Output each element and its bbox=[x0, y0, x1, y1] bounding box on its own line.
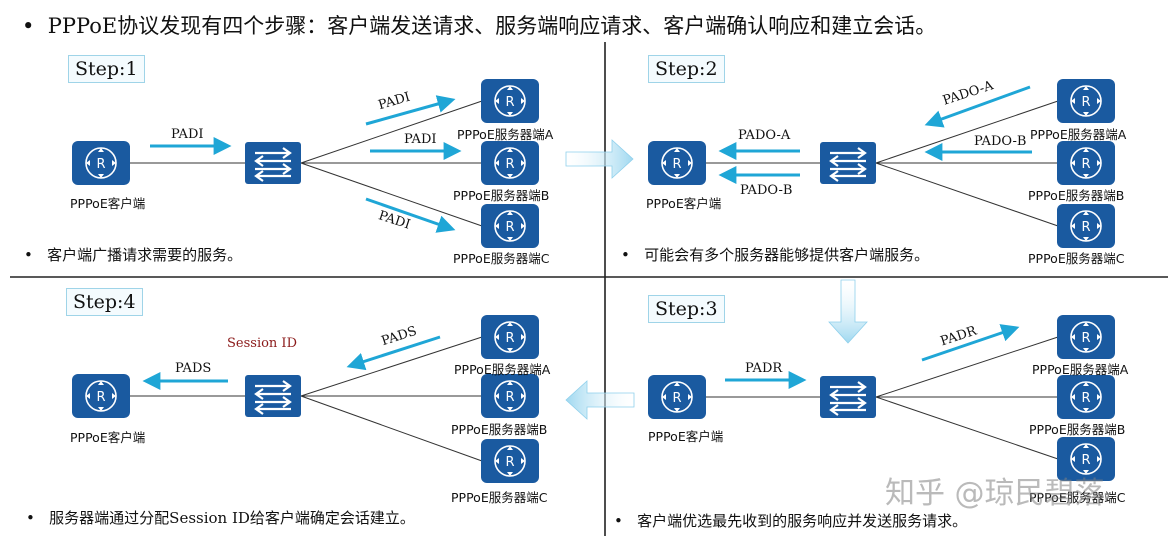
step1-switch-icon bbox=[243, 140, 303, 186]
step1-server-b-label: PPPoE服务器端B bbox=[453, 188, 550, 203]
title-text: PPPoE协议发现有四个步骤：客户端发送请求、服务端响应请求、客户端确认响应和建… bbox=[47, 14, 937, 38]
step4-server-b-router-icon bbox=[480, 373, 540, 419]
step2-description: • 可能会有多个服务器能够提供客户端服务。 bbox=[621, 246, 930, 264]
step3-label: Step:3 bbox=[648, 295, 725, 323]
step3-description: • 客户端优选最先收到的服务响应并发送服务请求。 bbox=[614, 512, 968, 530]
step3-server-b-label: PPPoE服务器端B bbox=[1029, 422, 1126, 437]
step3-server-b-router-icon bbox=[1056, 374, 1116, 420]
step1-padi-client-label: PADI bbox=[171, 127, 204, 142]
flow-arrow-step2-to-step3 bbox=[828, 279, 868, 344]
step2-server-b-label: PPPoE服务器端B bbox=[1028, 188, 1125, 203]
step2-client-router-icon bbox=[647, 140, 707, 186]
step3-server-c-label: PPPoE服务器端C bbox=[1029, 490, 1126, 505]
watermark: 知乎 @琼民碧落 bbox=[885, 476, 1105, 511]
step1-label: Step:1 bbox=[68, 55, 145, 83]
step1-client-label: PPPoE客户端 bbox=[70, 196, 146, 211]
page-title: • PPPoE协议发现有四个步骤：客户端发送请求、服务端响应请求、客户端确认响应… bbox=[22, 10, 936, 40]
step4-server-c-router-icon bbox=[480, 438, 540, 484]
step2-server-a-router-icon bbox=[1056, 78, 1116, 124]
step1-server-b-router-icon bbox=[480, 140, 540, 186]
step4-pads-client-label: PADS bbox=[175, 361, 212, 376]
step2-server-c-router-icon bbox=[1056, 203, 1116, 249]
step2-pado-b-client-label: PADO-B bbox=[740, 183, 793, 198]
step1-server-a-router-icon bbox=[480, 78, 540, 124]
step2-server-a-label: PPPoE服务器端A bbox=[1030, 127, 1127, 142]
step3-switch-icon bbox=[818, 374, 878, 420]
step4-client-router-icon bbox=[71, 373, 131, 419]
flow-arrow-step1-to-step2 bbox=[565, 139, 634, 179]
step2-switch-icon bbox=[818, 140, 878, 186]
step4-session-id-label: Session ID bbox=[227, 336, 297, 351]
step4-switch-icon bbox=[243, 373, 303, 419]
step1-diagram bbox=[71, 78, 540, 249]
step2-diagram bbox=[647, 78, 1116, 249]
step2-pado-b-server-label: PADO-B bbox=[974, 134, 1027, 149]
step3-server-a-label: PPPoE服务器端A bbox=[1032, 362, 1129, 377]
step4-server-a-router-icon bbox=[480, 314, 540, 360]
step2-client-label: PPPoE客户端 bbox=[646, 196, 722, 211]
step4-diagram bbox=[71, 314, 540, 484]
step3-padr-client-label: PADR bbox=[745, 361, 783, 376]
step1-server-c-router-icon bbox=[480, 203, 540, 249]
step4-server-b-label: PPPoE服务器端B bbox=[451, 422, 548, 437]
step4-client-label: PPPoE客户端 bbox=[70, 430, 146, 445]
step1-server-a-label: PPPoE服务器端A bbox=[457, 127, 554, 142]
step3-server-a-router-icon bbox=[1056, 314, 1116, 360]
step1-server-c-label: PPPoE服务器端C bbox=[453, 251, 550, 266]
step4-description: • 服务器端通过分配Session ID给客户端确定会话建立。 bbox=[26, 509, 415, 527]
step3-client-router-icon bbox=[647, 374, 707, 420]
step3-client-label: PPPoE客户端 bbox=[648, 429, 724, 444]
step2-server-b-router-icon bbox=[1056, 140, 1116, 186]
step4-label: Step:4 bbox=[66, 288, 143, 316]
step2-pado-a-client-label: PADO-A bbox=[738, 128, 791, 143]
step2-label: Step:2 bbox=[648, 55, 725, 83]
step3-diagram bbox=[647, 314, 1116, 482]
step1-description: • 客户端广播请求需要的服务。 bbox=[24, 246, 243, 264]
step4-server-c-label: PPPoE服务器端C bbox=[451, 490, 548, 505]
step1-padi-b-label: PADI bbox=[404, 132, 437, 147]
flow-arrow-step3-to-step4 bbox=[565, 380, 635, 420]
step1-client-router-icon bbox=[71, 140, 131, 186]
step4-server-a-label: PPPoE服务器端A bbox=[454, 362, 551, 377]
step2-server-c-label: PPPoE服务器端C bbox=[1028, 251, 1125, 266]
title-bullet: • bbox=[22, 14, 35, 38]
